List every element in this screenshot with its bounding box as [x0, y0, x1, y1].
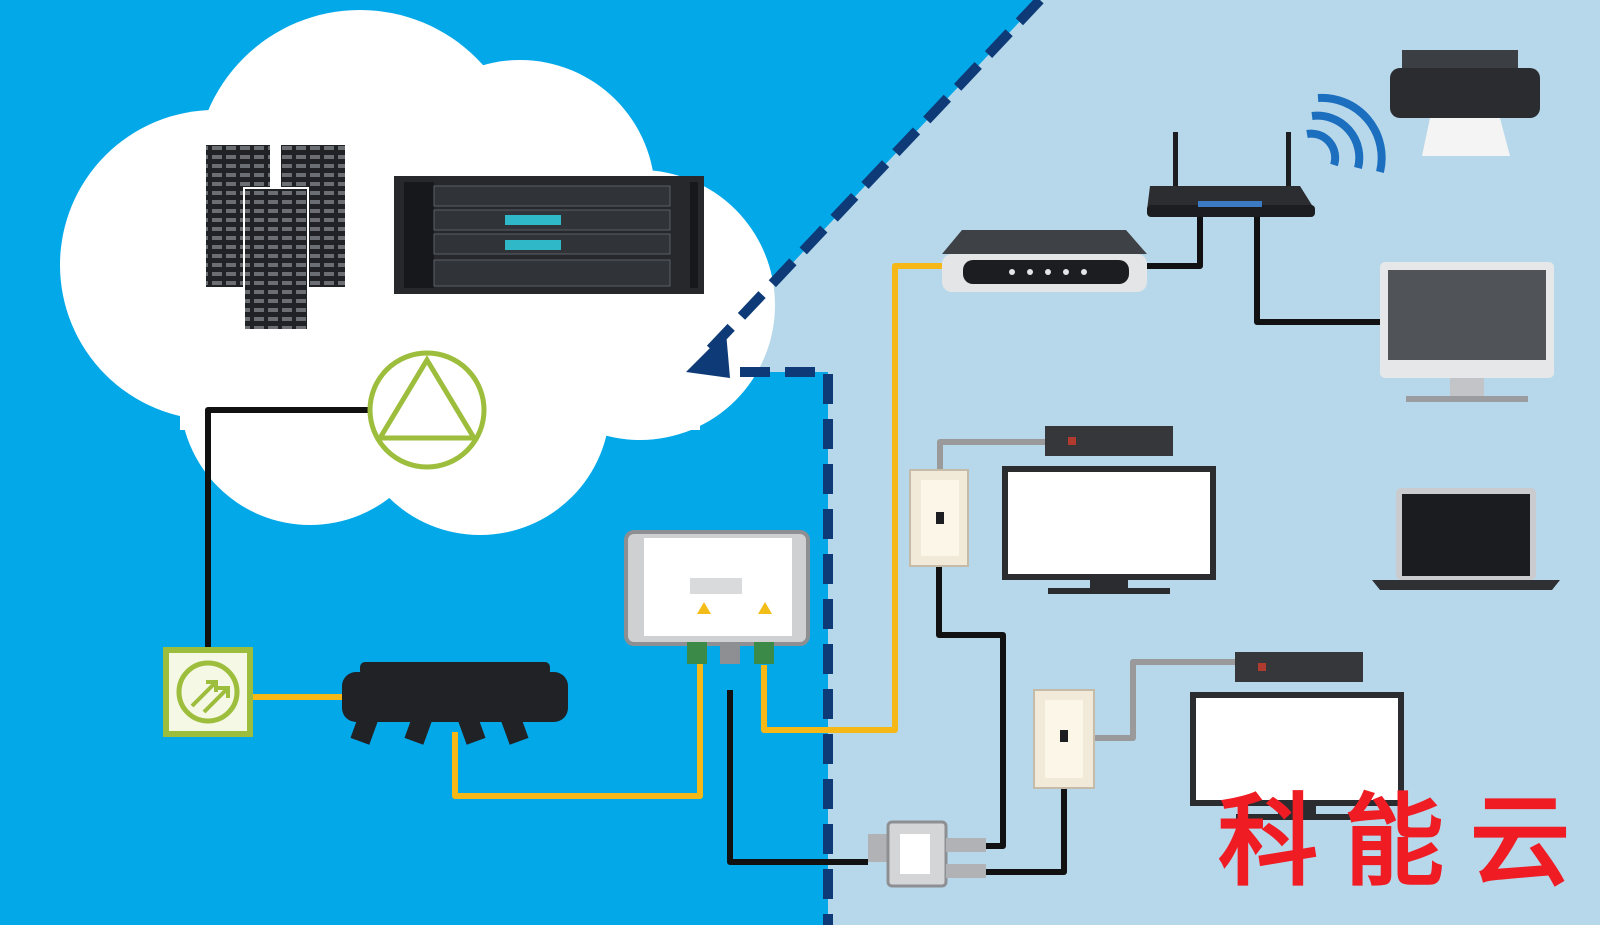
laptop-icon [1372, 488, 1560, 590]
trunk-amplifier-icon [342, 662, 568, 745]
drop-cable-tap-splitter [727, 690, 868, 865]
watermark-logo-text: 科能云 [1218, 783, 1596, 900]
printer-icon [1390, 50, 1540, 156]
tv-icon [1190, 692, 1404, 820]
tap-box-icon [624, 530, 810, 664]
boundary-arrow-head [686, 332, 730, 378]
cables [205, 215, 1380, 875]
wifi-router-icon [1147, 132, 1315, 217]
wall-outlet-icon [909, 469, 969, 567]
wifi-signal-icon [1306, 93, 1386, 173]
network-boundary-line [701, 0, 1044, 925]
fiber-node-icon [163, 647, 253, 737]
coax-cable-amplifier-tap [452, 660, 703, 799]
server-rack-icon [206, 145, 345, 331]
coax-cable-tap-modem [761, 263, 945, 733]
wall-outlet-icon [1033, 689, 1095, 789]
tv-icon [1002, 466, 1216, 594]
coax-splitter-outlet1 [936, 520, 1006, 849]
fiber-cable [205, 407, 372, 650]
patch-outlet2-stb2 [1094, 659, 1235, 741]
chassis-switch-icon [394, 176, 704, 294]
set-top-box-icon [1045, 426, 1173, 456]
patch-outlet1-stb1 [937, 439, 1045, 470]
cable-modem-icon [942, 230, 1147, 292]
ethernet-modem-router [1147, 215, 1203, 269]
ethernet-router-desktop [1254, 215, 1380, 325]
coax-splitter-icon [868, 820, 986, 888]
set-top-box-icon [1235, 652, 1363, 682]
desktop-monitor-icon [1380, 262, 1554, 402]
headend-triangle-icon [367, 350, 487, 470]
